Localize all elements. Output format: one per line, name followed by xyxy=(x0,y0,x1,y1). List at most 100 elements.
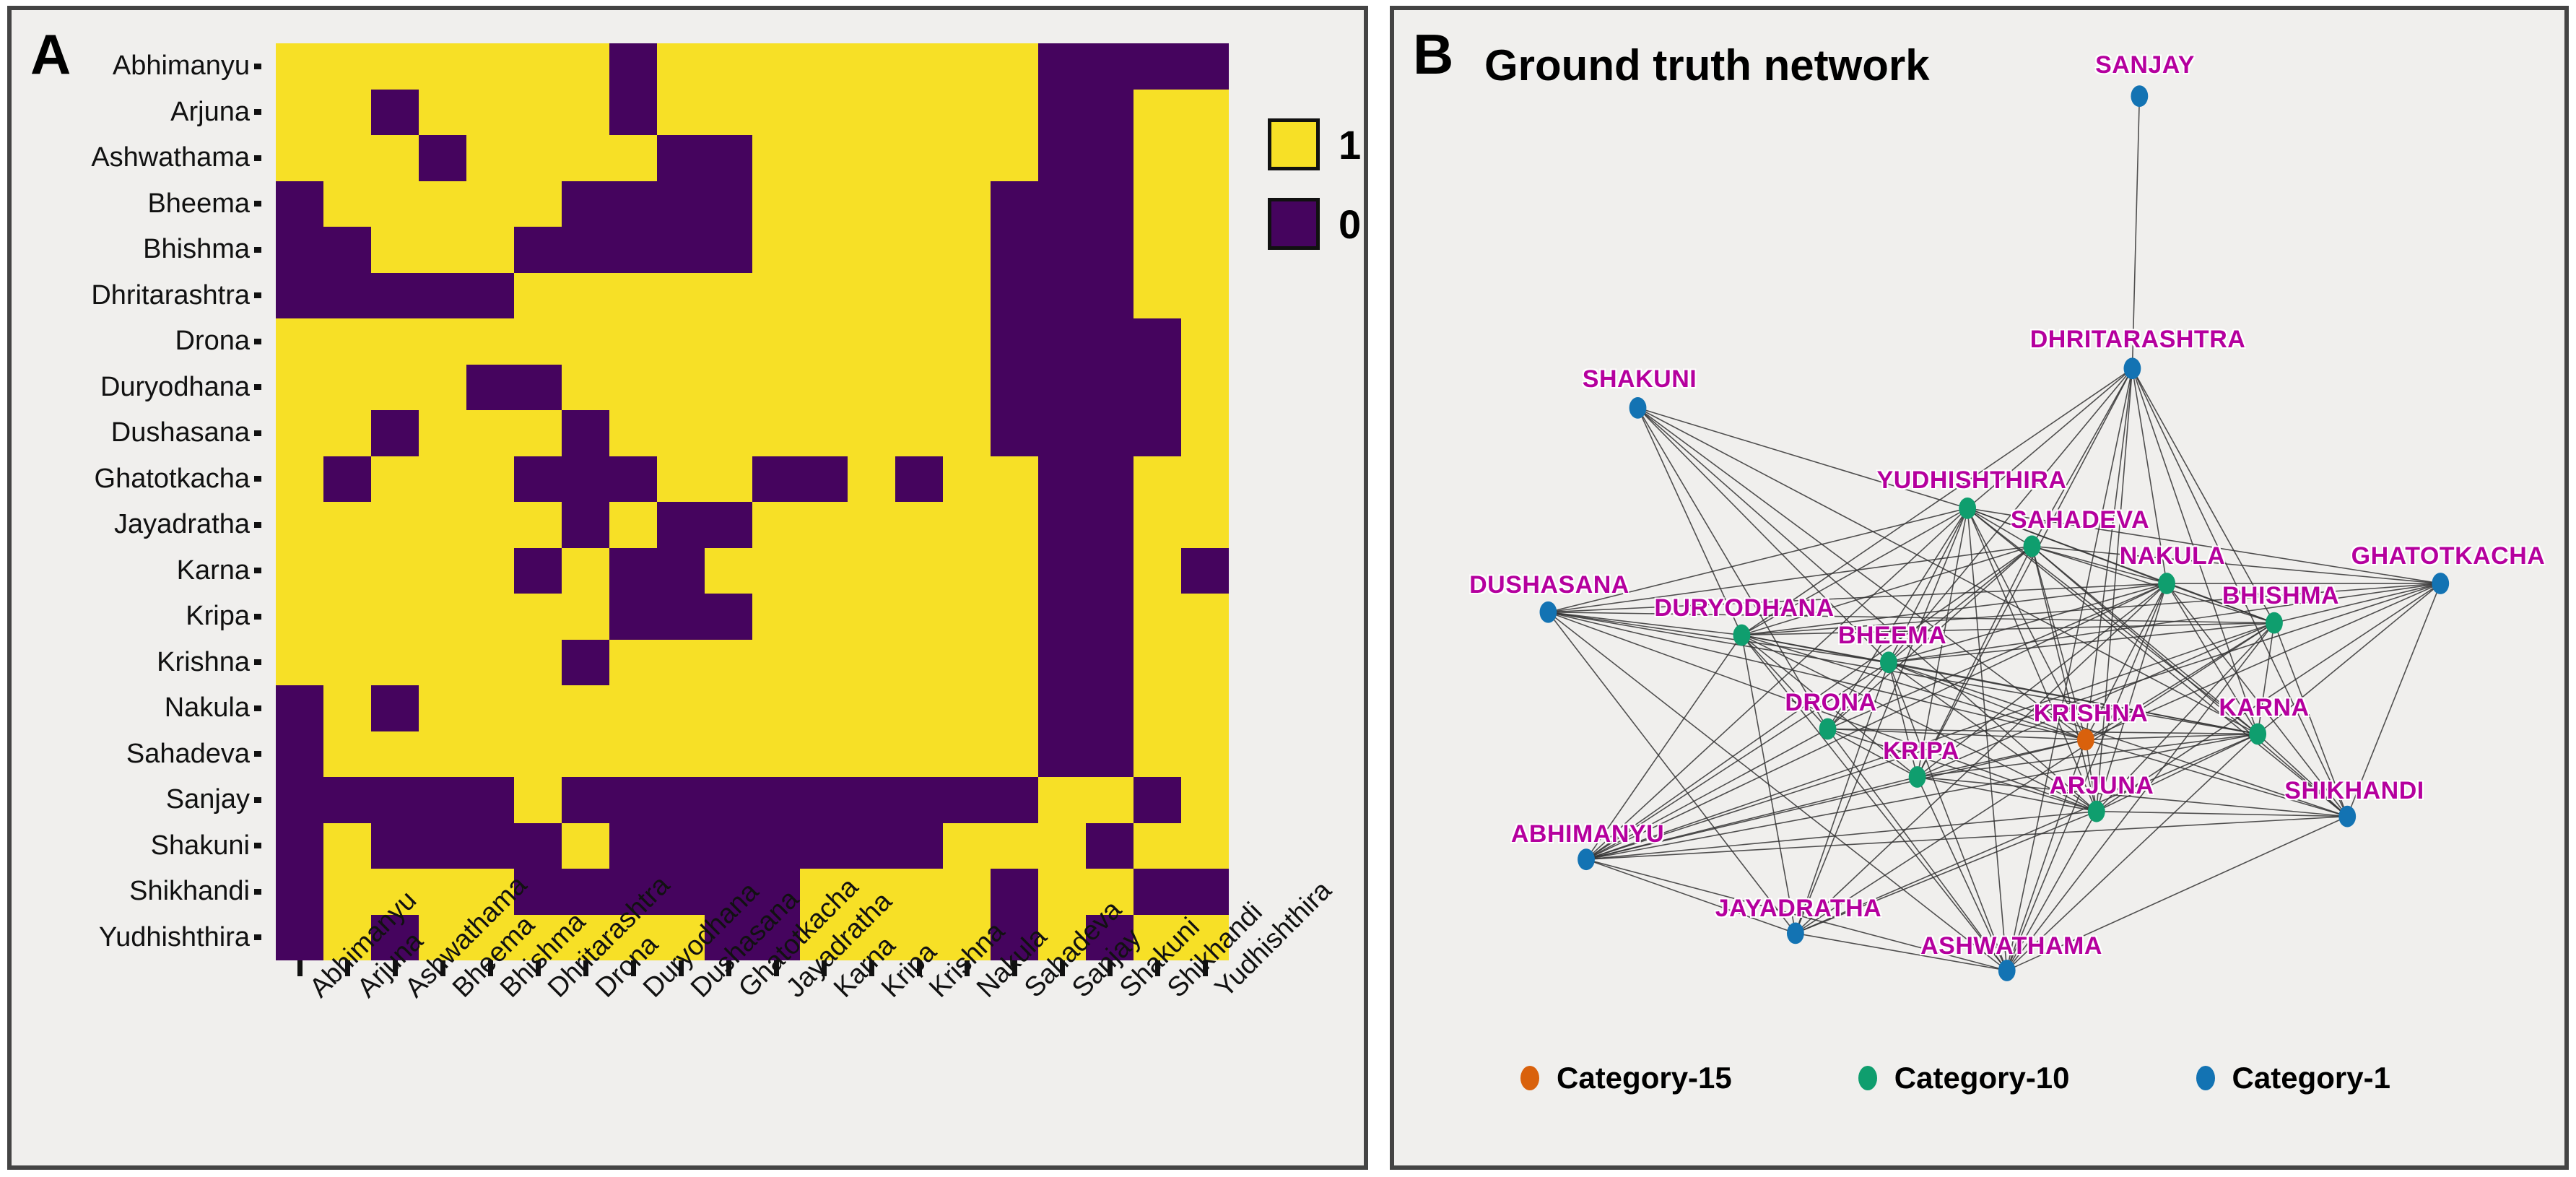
heatmap-cell xyxy=(466,227,514,273)
heatmap-cell xyxy=(562,272,609,318)
network-edge xyxy=(1967,508,2032,547)
network-node[interactable]: YUDHISHTHIRA (Category-10) xyxy=(1959,497,1977,519)
heatmap-x-label: Nakula xyxy=(971,921,1053,1004)
heatmap-x-label: Shakuni xyxy=(1114,912,1206,1004)
heatmap-cell xyxy=(848,181,895,227)
heatmap-y-label: Arjuna xyxy=(170,96,250,127)
heatmap-y-tick xyxy=(254,888,261,895)
network-edge xyxy=(1888,661,2008,971)
heatmap-cell xyxy=(1181,502,1229,548)
heatmap-cell xyxy=(657,364,705,410)
network-node-label: SHAKUNI xyxy=(1582,365,1697,393)
network-node[interactable]: GHATOTKACHA (Category-1) xyxy=(2432,573,2450,594)
heatmap-cell xyxy=(323,685,371,731)
network-node[interactable]: DRONA (Category-10) xyxy=(1819,718,1837,740)
heatmap-cell xyxy=(1181,731,1229,777)
network-node[interactable]: NAKULA (Category-10) xyxy=(2158,573,2175,594)
network-legend-item: Category-15 xyxy=(1520,1061,1732,1095)
heatmap-cell xyxy=(895,685,943,731)
network-node[interactable]: ABHIMANYU (Category-1) xyxy=(1578,848,1595,871)
panel-b-title: Ground truth network xyxy=(1484,41,1930,90)
network-edge xyxy=(2166,583,2258,734)
heatmap-cell xyxy=(609,639,657,685)
network-edge xyxy=(1585,815,2348,860)
heatmap-cell xyxy=(705,639,752,685)
heatmap-cell xyxy=(562,410,609,456)
network-node[interactable]: ARJUNA (Category-10) xyxy=(2087,800,2105,822)
network-edge xyxy=(1585,776,1918,860)
heatmap-cell xyxy=(323,869,371,915)
heatmap-plot-area xyxy=(276,43,1229,960)
network-edge xyxy=(2096,733,2258,812)
network-node[interactable]: KRISHNA (Category-15) xyxy=(2076,729,2094,751)
heatmap-cell xyxy=(1181,547,1229,594)
network-edge xyxy=(1967,508,2008,971)
network-node[interactable]: SHIKHANDI (Category-1) xyxy=(2338,805,2357,828)
network-node[interactable]: BHEEMA (Category-10) xyxy=(1880,651,1897,674)
heatmap-cell xyxy=(943,318,991,365)
network-node[interactable]: SANJAY (Category-1) xyxy=(2131,85,2149,107)
network-node[interactable]: ASHWATHAMA (Category-1) xyxy=(1998,960,2016,981)
heatmap-cell xyxy=(800,135,848,181)
network-node[interactable]: DUSHASANA (Category-1) xyxy=(1539,601,1557,623)
network-node[interactable]: SAHADEVA (Category-10) xyxy=(2023,535,2041,557)
heatmap-cell xyxy=(609,181,657,227)
heatmap-cell xyxy=(1086,272,1133,318)
heatmap-y-tick xyxy=(254,292,261,299)
heatmap-cell xyxy=(514,410,562,456)
network-node[interactable]: DURYODHANA (Category-10) xyxy=(1733,624,1751,646)
panel-a-letter: A xyxy=(30,22,71,86)
heatmap-cell xyxy=(276,869,323,915)
heatmap-y-tick xyxy=(254,201,261,207)
network-edge xyxy=(1585,635,1743,860)
heatmap-cell xyxy=(1086,410,1133,456)
network-edge xyxy=(1741,634,2087,741)
network-edge xyxy=(1585,859,2007,971)
heatmap-cell xyxy=(1038,914,1086,960)
heatmap-cell xyxy=(323,731,371,777)
network-node[interactable]: BHISHMA (Category-10) xyxy=(2266,612,2283,634)
heatmap-cell xyxy=(1086,594,1133,640)
network-node[interactable]: KARNA (Category-10) xyxy=(2249,723,2267,745)
heatmap-cell xyxy=(514,685,562,731)
network-edge xyxy=(2031,546,2087,740)
heatmap-x-label: Duryodhana xyxy=(638,877,765,1004)
heatmap-cell xyxy=(657,318,705,365)
heatmap-cell xyxy=(276,547,323,594)
heatmap-cell xyxy=(991,318,1038,365)
heatmap-y-tick xyxy=(254,476,261,482)
heatmap-cell xyxy=(1086,822,1133,869)
heatmap-cell xyxy=(562,822,609,869)
network-edge xyxy=(1888,583,2167,663)
heatmap-x-label: Dushasana xyxy=(685,884,805,1004)
heatmap-cell xyxy=(466,685,514,731)
network-edge xyxy=(2257,622,2275,734)
heatmap-cell xyxy=(705,456,752,502)
heatmap-cell xyxy=(371,594,419,640)
heatmap-cell xyxy=(323,639,371,685)
heatmap-cell xyxy=(419,364,466,410)
heatmap-cell xyxy=(1086,502,1133,548)
heatmap-cell xyxy=(323,410,371,456)
network-edge xyxy=(1637,407,1968,509)
network-node[interactable]: DHRITARASHTRA (Category-1) xyxy=(2123,357,2141,380)
heatmap-cell xyxy=(276,822,323,869)
network-node[interactable]: JAYADRATHA (Category-1) xyxy=(1786,922,1804,944)
heatmap-cell xyxy=(943,272,991,318)
network-node[interactable]: SHAKUNI (Category-1) xyxy=(1629,396,1647,419)
network-node[interactable]: KRIPA (Category-10) xyxy=(1908,766,1926,788)
heatmap-cell xyxy=(705,914,752,960)
heatmap-cell xyxy=(562,43,609,90)
heatmap-cell xyxy=(466,181,514,227)
heatmap-x-tick xyxy=(774,960,779,976)
heatmap-cell xyxy=(371,502,419,548)
heatmap-cell xyxy=(705,227,752,273)
network-edge xyxy=(1585,583,2167,860)
heatmap-cell xyxy=(752,502,800,548)
network-edge xyxy=(1585,728,1828,860)
network-edge xyxy=(2131,368,2275,624)
network-edge xyxy=(2032,545,2167,584)
heatmap-cell xyxy=(466,731,514,777)
heatmap-cell xyxy=(752,685,800,731)
